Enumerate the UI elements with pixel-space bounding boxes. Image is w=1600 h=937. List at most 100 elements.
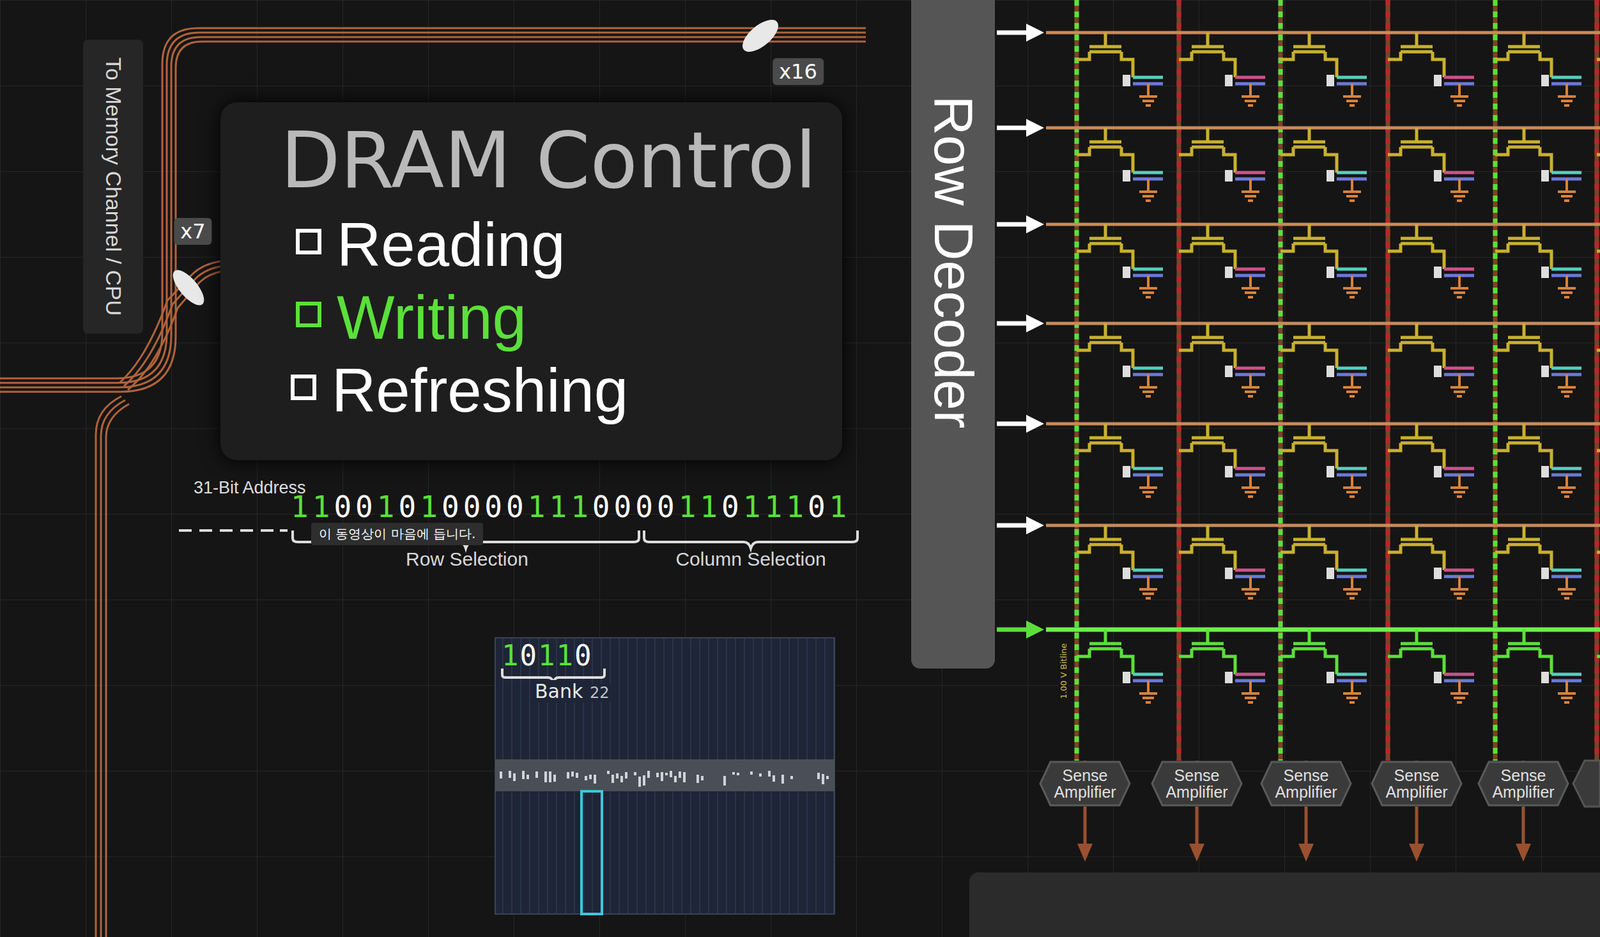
column-mux-block [969, 872, 1600, 937]
ground-symbol [1557, 178, 1576, 201]
access-transistor [1596, 127, 1600, 173]
band-glyph [817, 772, 820, 779]
capacitor-plate [1326, 169, 1335, 182]
bit: 1 [699, 489, 722, 524]
hexagon [1371, 761, 1462, 806]
wordline [1046, 223, 1600, 227]
capacitor-plate [1433, 169, 1442, 182]
band-glyph [607, 770, 610, 774]
wordline [1046, 627, 1600, 632]
bank-row-band [495, 759, 835, 792]
capacitor-charge [1444, 672, 1475, 677]
bit: 0 [333, 489, 356, 524]
wordline-arrowhead [1026, 118, 1045, 137]
capacitor-plate [1541, 169, 1549, 182]
capacitor-charge [1235, 568, 1266, 572]
bitline-signal [1493, 0, 1498, 761]
data-arrowhead [1515, 843, 1531, 862]
capacitor-charge [1551, 467, 1582, 471]
capacitor-charge [1235, 366, 1266, 370]
capacitor-charge [1132, 568, 1163, 572]
bitline-signal [1074, 0, 1080, 761]
capacitor-charge [1235, 267, 1266, 271]
bus-width-tag: x7 [173, 217, 212, 245]
ground-symbol [1557, 474, 1576, 497]
bank-panel: 10110Bank22 [495, 637, 835, 715]
amp-label: Sense Amplifier [1484, 766, 1562, 801]
ground-symbol [1139, 680, 1158, 703]
band-glyph [611, 774, 615, 783]
access-transistor [1076, 32, 1133, 78]
capacitor-charge [1132, 672, 1163, 677]
access-transistor [1280, 224, 1337, 270]
access-transistor [1596, 525, 1600, 570]
capacitor-plate [1224, 671, 1233, 684]
ground-symbol [1450, 275, 1469, 298]
wordline-arrow [996, 222, 1029, 227]
capacitor-plate [1224, 365, 1233, 377]
ground-symbol [1343, 576, 1362, 599]
checkbox [295, 228, 322, 255]
wordline-arrow [996, 321, 1029, 326]
wordline [1046, 523, 1600, 528]
band-glyph [678, 771, 682, 778]
capacitor-charge [1336, 76, 1367, 80]
ground-symbol [1343, 275, 1362, 298]
capacitor-plate [1433, 365, 1442, 377]
capacitor-plate [1122, 567, 1131, 579]
address-braces [178, 530, 858, 549]
bank-panel-art [495, 637, 835, 914]
access-transistor [1076, 127, 1133, 173]
wordline-arrowhead [1026, 620, 1045, 639]
ground-symbol [1450, 680, 1469, 703]
access-transistor [1178, 127, 1236, 173]
band-glyph [826, 775, 829, 779]
bit: 1 [538, 638, 557, 672]
ground-symbol [1241, 178, 1260, 201]
ground-symbol [1241, 275, 1260, 298]
capacitor-charge [1444, 467, 1475, 471]
capacitor-plate [1541, 266, 1549, 278]
capacitor-plate [1326, 365, 1335, 377]
band-glyph [638, 776, 641, 787]
bit: 1 [501, 638, 521, 672]
capacitor-plate [1433, 671, 1442, 684]
band-glyph [723, 775, 726, 786]
data-arrowhead [1408, 843, 1425, 862]
capacitor-charge [1551, 366, 1582, 370]
band-glyph [589, 774, 592, 779]
band-glyph [548, 771, 552, 783]
ground-symbol [1450, 374, 1469, 397]
band-glyph [615, 773, 619, 779]
capacitor-charge [1551, 171, 1582, 175]
ground-symbol [1343, 83, 1362, 106]
band-glyph [593, 774, 597, 784]
capacitor-charge [1551, 76, 1582, 80]
band-glyph [575, 772, 579, 778]
bit: 0 [398, 489, 421, 524]
tooltip: 이 동영상이 마음에 듭니다. [311, 522, 484, 546]
ground-symbol [1241, 680, 1260, 703]
access-transistor [1387, 127, 1445, 173]
label-plate [83, 39, 144, 334]
bit: 0 [520, 638, 539, 672]
capacitor-plate [1541, 465, 1549, 478]
band-glyph [781, 774, 785, 784]
capacitor-plate [1224, 567, 1233, 579]
decoder-label: Row Decoder [921, 95, 985, 429]
band-glyph [768, 770, 771, 777]
access-transistor [1076, 423, 1133, 469]
access-transistor [1495, 323, 1552, 369]
ground-symbol [1557, 576, 1576, 599]
ground-symbol [1139, 178, 1158, 201]
access-transistor [1076, 224, 1133, 270]
bit: 0 [721, 489, 744, 524]
access-transistor [1495, 525, 1552, 570]
access-transistor [1596, 224, 1600, 270]
ground-symbol [1241, 83, 1260, 106]
bitline [1176, 0, 1182, 761]
capacitor-charge [1235, 171, 1266, 175]
data-arrowhead [1077, 843, 1093, 862]
sense-amplifier: Sense Amplifier [1038, 760, 1131, 807]
